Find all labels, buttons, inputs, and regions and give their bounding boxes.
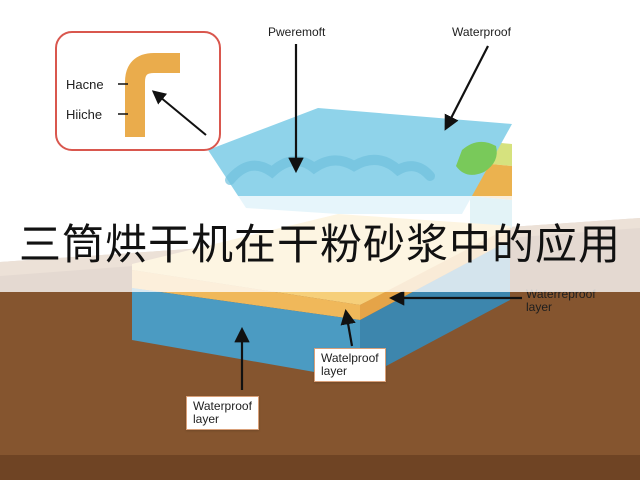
label-top-left: Pweremoft	[268, 25, 326, 39]
banner-title: 三筒烘干机在干粉砂浆中的应用	[18, 220, 621, 269]
inset-label-bottom: Hiiche	[66, 107, 103, 122]
label-center-line1: Watelproof	[321, 351, 379, 365]
water-ripple	[225, 155, 435, 185]
label-bottom: Waterproof layer	[186, 396, 259, 430]
arrow-top-right	[444, 45, 489, 131]
label-bottom-line2: layer	[193, 412, 220, 426]
label-right-line2: layer	[526, 300, 553, 314]
title-banner	[0, 196, 640, 292]
label-top-right: Waterproof	[452, 25, 511, 39]
pipe-elbow-icon	[125, 53, 180, 137]
label-center: Watelproof layer	[314, 348, 386, 382]
soil-bottom-strip	[0, 455, 640, 480]
label-bottom-line1: Waterproof	[193, 399, 252, 413]
green-patch	[456, 141, 497, 175]
arrow-center	[340, 308, 356, 347]
inset-label-top: Hacne	[66, 77, 104, 92]
inset-arrow	[151, 90, 207, 136]
label-center-line2: layer	[321, 364, 348, 378]
